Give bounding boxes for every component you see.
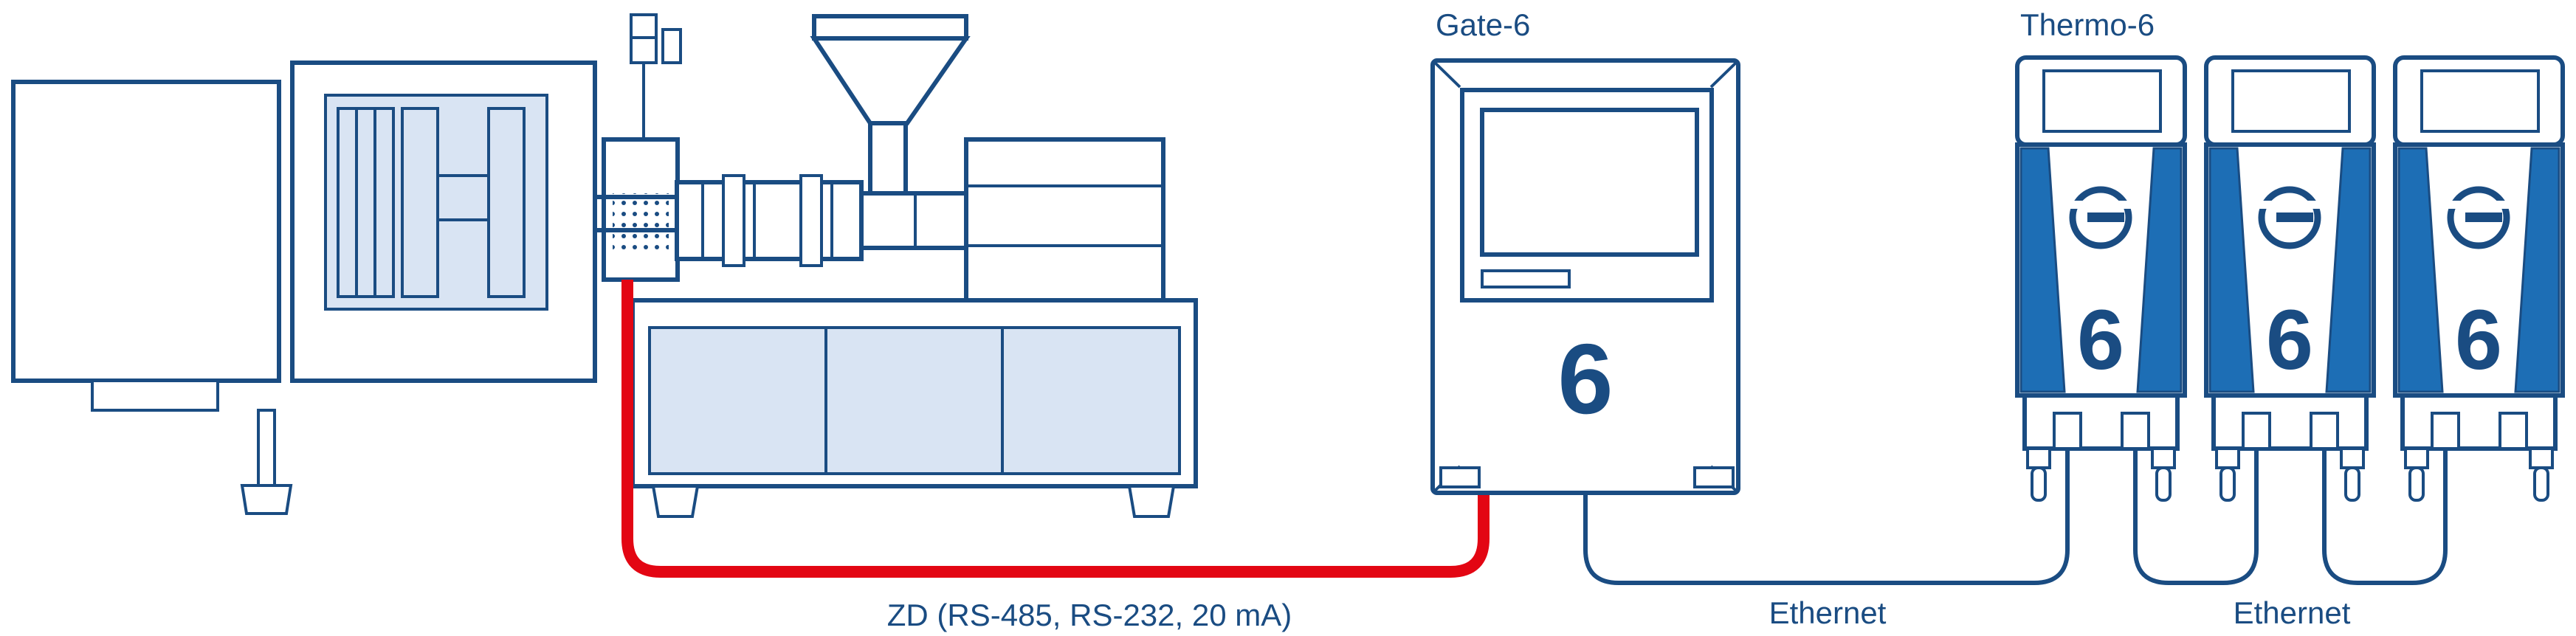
hb-therm-logo-icon bbox=[2069, 186, 2132, 249]
caster-mount bbox=[2215, 447, 2240, 469]
zd-cable-label: ZD (RS-485, RS-232, 20 mA) bbox=[887, 598, 1292, 632]
caster-wheel bbox=[2031, 466, 2047, 502]
ethernet-label-2: Ethernet bbox=[2234, 595, 2351, 630]
caster-wheel bbox=[2155, 466, 2172, 502]
foot-pad bbox=[240, 484, 293, 515]
thermo-connector-right bbox=[2498, 412, 2528, 450]
hb-therm-logo-icon bbox=[2258, 186, 2321, 249]
thermo-casters bbox=[2215, 447, 2365, 502]
logo-bar bbox=[2087, 212, 2124, 222]
machine-base bbox=[630, 298, 1198, 518]
caster-mount bbox=[2151, 447, 2176, 469]
gate-6-unit: 6 bbox=[1430, 58, 1740, 495]
mold-core bbox=[436, 174, 490, 221]
thermo-connector-right bbox=[2310, 412, 2339, 450]
gate-chamfer bbox=[1709, 59, 1740, 89]
thermo-side-panel-right bbox=[2136, 147, 2183, 393]
foot-column bbox=[257, 409, 276, 487]
thermo-connector-right bbox=[2121, 412, 2150, 450]
gate-screen bbox=[1480, 108, 1699, 257]
thermo-logo-digit: 6 bbox=[2455, 293, 2502, 387]
caster-wheel bbox=[2408, 466, 2425, 502]
mold-area bbox=[337, 107, 526, 298]
thermo-casters bbox=[2026, 447, 2176, 502]
caster-mount bbox=[2340, 447, 2365, 469]
machine-left-foot bbox=[240, 409, 293, 515]
platen-stack bbox=[337, 107, 395, 298]
thermo-base bbox=[2400, 393, 2558, 451]
logo-bar bbox=[2276, 212, 2313, 222]
lamp-segment-top bbox=[630, 13, 658, 39]
hopper-neck bbox=[868, 121, 908, 196]
barrel-body bbox=[675, 180, 864, 261]
thermo-logo-digit: 6 bbox=[2266, 293, 2313, 387]
thermo-connector-left bbox=[2242, 412, 2271, 450]
drive-housing-body bbox=[964, 137, 1165, 303]
base-foot bbox=[1127, 485, 1176, 518]
hb-therm-logo-icon bbox=[2447, 186, 2510, 249]
signal-lamp bbox=[630, 13, 682, 139]
thermo-screen bbox=[2231, 69, 2351, 133]
ethernet-label-1: Ethernet bbox=[1769, 595, 1887, 630]
lamp-segment-bottom bbox=[630, 36, 658, 64]
thermo-6-unit-1: 6 bbox=[2015, 55, 2187, 502]
machine-left-cabinet-step bbox=[91, 379, 219, 412]
gate-logo-digit: 6 bbox=[1557, 323, 1613, 435]
keypad-grid bbox=[613, 193, 669, 252]
ethernet-cable-2 bbox=[2133, 447, 2259, 585]
thermo-connector-left bbox=[2053, 412, 2082, 450]
ethernet-cable-1 bbox=[1583, 447, 2070, 585]
thermo-side-panel-left bbox=[2019, 147, 2066, 393]
thermo-6-label: Thermo-6 bbox=[2020, 7, 2155, 42]
thermo-logo-digit: 6 bbox=[2077, 293, 2124, 387]
logo-slit bbox=[2258, 201, 2321, 209]
thermo-base bbox=[2211, 393, 2369, 451]
caster-wheel bbox=[2344, 466, 2360, 502]
lamp-side-box bbox=[661, 28, 682, 64]
logo-slit bbox=[2447, 201, 2510, 209]
thermo-6-unit-3: 6 bbox=[2393, 55, 2565, 502]
injection-molding-machine bbox=[11, 13, 1198, 518]
hopper-cone bbox=[810, 36, 971, 125]
tie-bars bbox=[595, 195, 677, 232]
gate-6-label: Gate-6 bbox=[1436, 7, 1530, 42]
thermo-side-panel-left bbox=[2397, 147, 2444, 393]
drive-housing bbox=[964, 137, 1165, 303]
gate-foot-right bbox=[1693, 466, 1735, 488]
thermo-side-panel-left bbox=[2208, 147, 2255, 393]
logo-bar bbox=[2465, 212, 2502, 222]
mold-plate-right bbox=[487, 107, 526, 298]
caster-wheel bbox=[2533, 466, 2549, 502]
barrel-collar bbox=[722, 174, 745, 267]
thermo-side-panel-right bbox=[2514, 147, 2560, 393]
base-foot bbox=[651, 485, 700, 518]
hopper-rim bbox=[812, 14, 968, 41]
gate-chamfer bbox=[1431, 59, 1461, 89]
injection-barrel bbox=[675, 174, 971, 267]
control-panel bbox=[602, 137, 680, 282]
caster-mount bbox=[2026, 447, 2051, 469]
caster-wheel bbox=[2219, 466, 2236, 502]
mold-plate-left bbox=[401, 107, 439, 298]
zd-cable bbox=[621, 280, 1490, 578]
caster-mount bbox=[2404, 447, 2429, 469]
base-panels bbox=[648, 326, 1181, 475]
logo-slit bbox=[2069, 201, 2132, 209]
thermo-connector-left bbox=[2431, 412, 2460, 450]
thermo-side-panel-right bbox=[2325, 147, 2372, 393]
thermo-casters bbox=[2404, 447, 2554, 502]
gate-button-strip bbox=[1481, 269, 1571, 288]
ethernet-cable-3 bbox=[2322, 447, 2448, 585]
thermo-screen bbox=[2042, 69, 2162, 133]
machine-left-cabinet bbox=[11, 80, 281, 383]
thermo-screen bbox=[2420, 69, 2540, 133]
hopper bbox=[810, 14, 971, 196]
thermo-6-unit-2: 6 bbox=[2204, 55, 2376, 502]
gate-foot-left bbox=[1439, 466, 1481, 488]
barrel-collar bbox=[799, 174, 823, 267]
caster-mount bbox=[2529, 447, 2554, 469]
thermo-base bbox=[2022, 393, 2180, 451]
